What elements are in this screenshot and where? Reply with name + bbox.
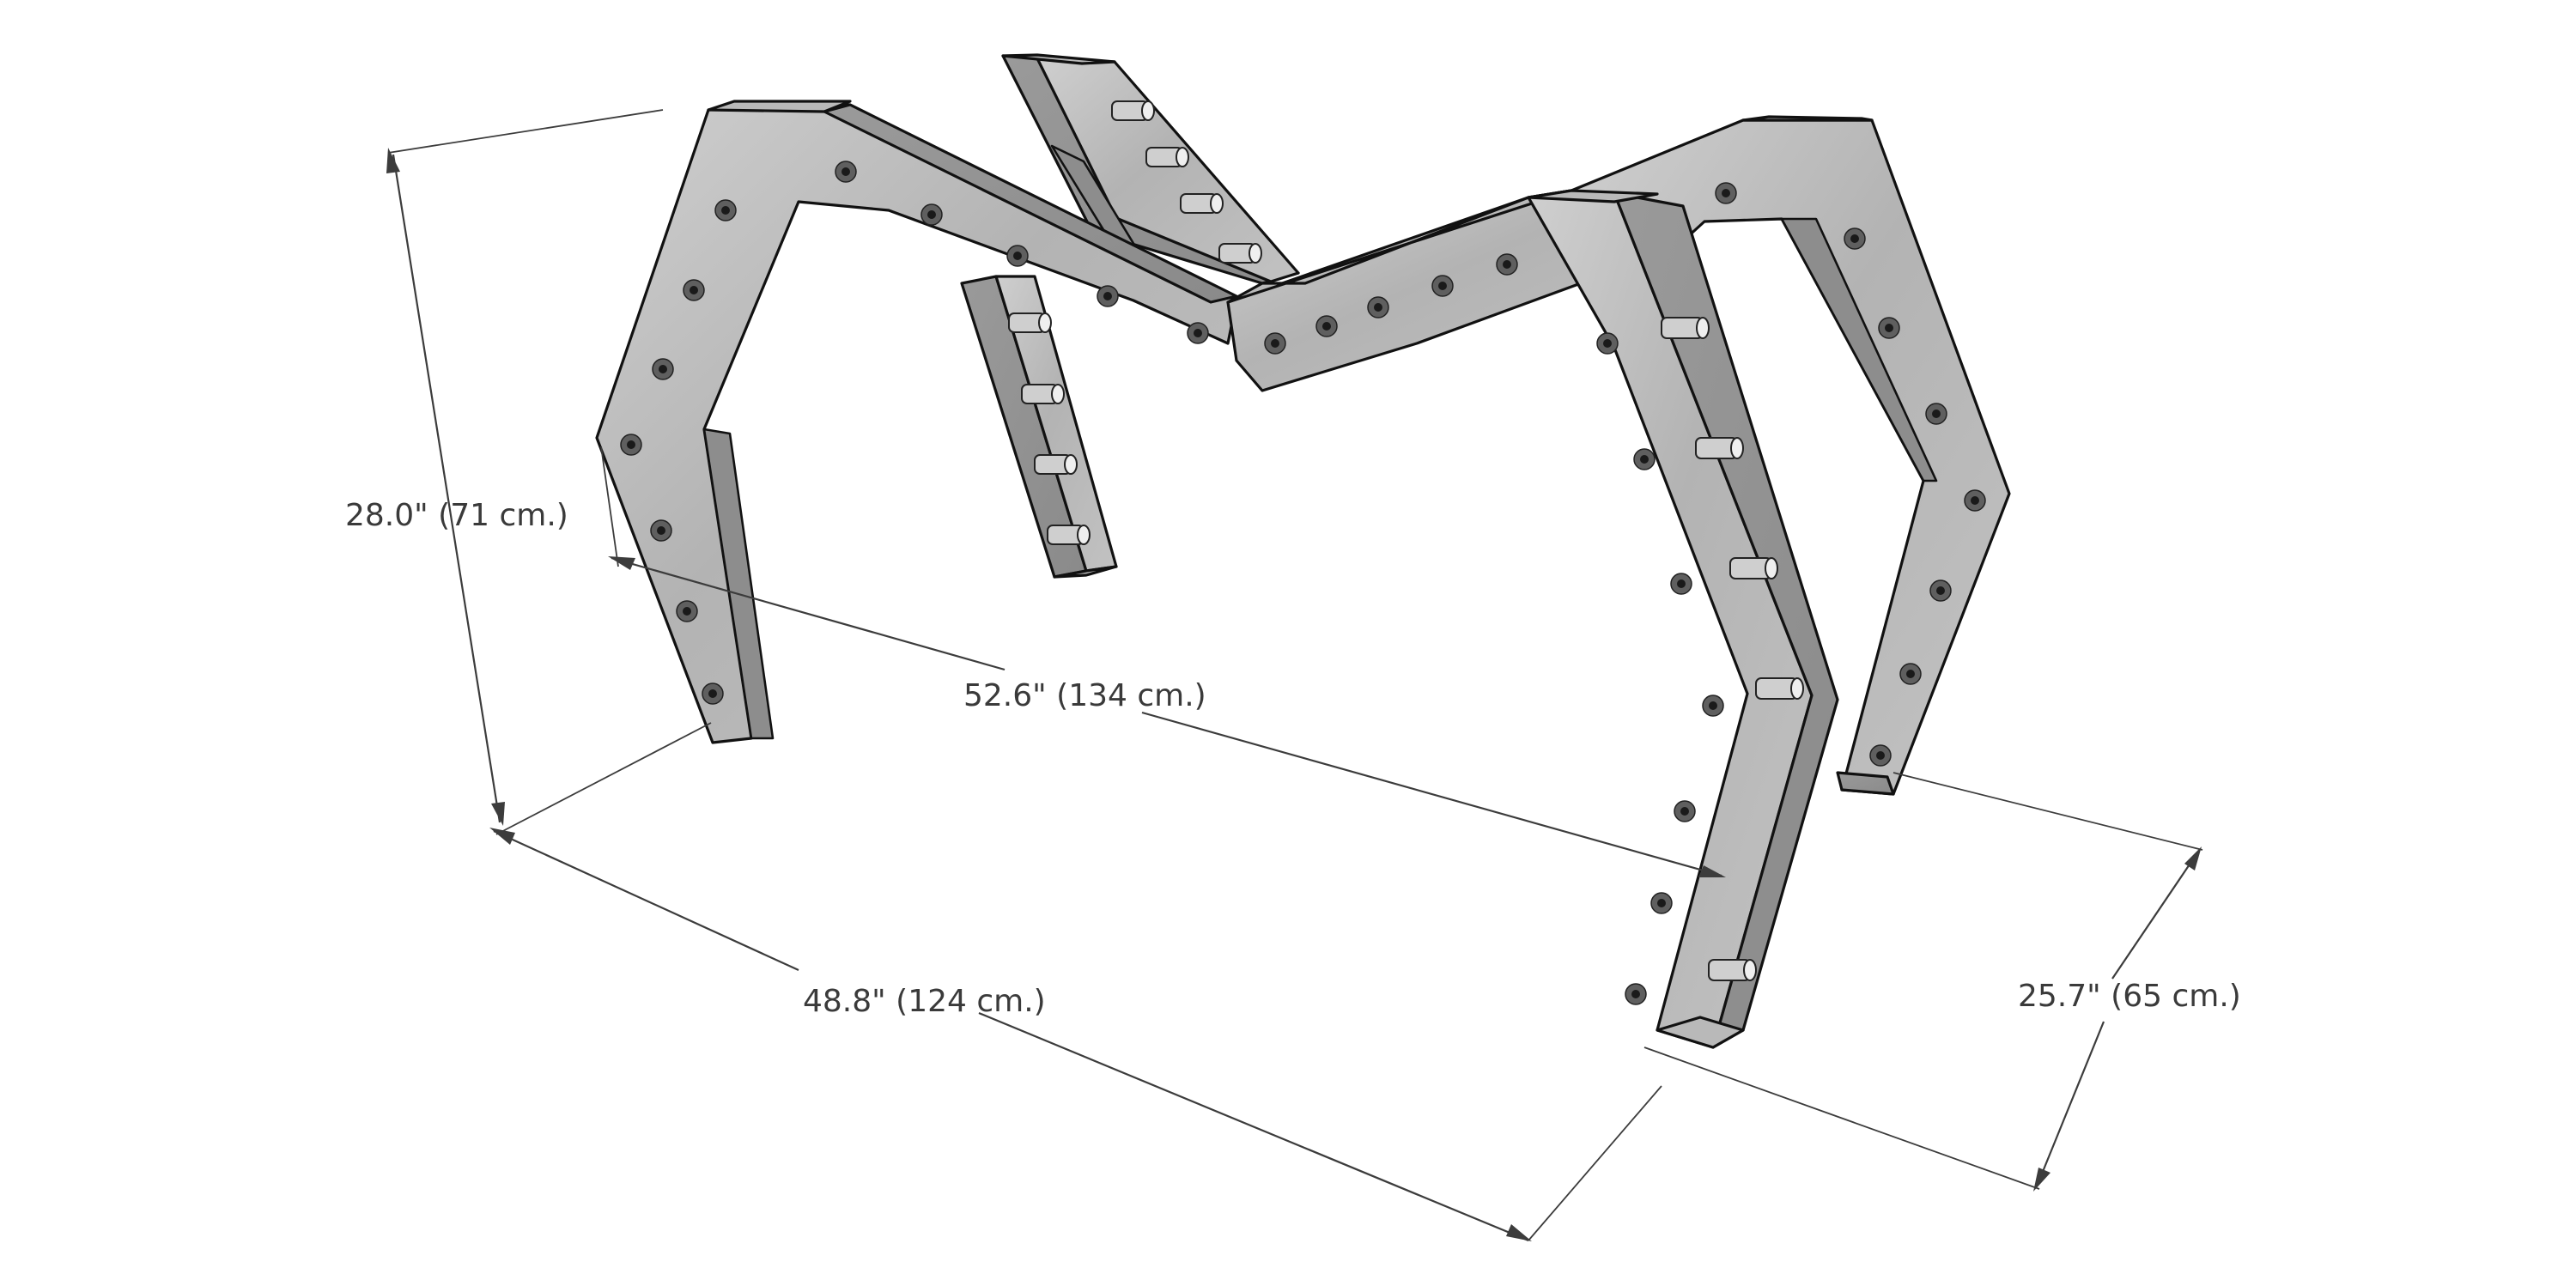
bolt [1715,182,1737,204]
bolt [702,682,724,705]
back-leg-frame [960,53,1300,579]
bolt [650,519,672,542]
bolt [1878,317,1900,339]
bolt [1670,573,1692,595]
dimension-length [489,828,1662,1242]
bolt [1431,275,1454,297]
right-rear-arm [1570,115,2011,796]
bolts [620,161,1986,1005]
right-front-leg [1527,189,1839,1049]
bolt [920,203,943,226]
dimension-label-length: 48.8" (124 cm.) [803,984,1046,1019]
bolt [652,358,674,380]
dimension-label-height: 28.0" (71 cm.) [345,498,568,533]
bolt [1097,285,1119,307]
bolt [1496,253,1518,276]
bolt [1650,892,1673,914]
bolt [1367,296,1389,318]
bolt [1006,245,1029,267]
bolt [1625,983,1647,1005]
back-leg-rungs [1008,100,1262,545]
bolt [835,161,857,183]
bolt [1315,315,1338,337]
bolt [1869,744,1892,767]
dimension-label-inner-span: 52.6" (134 cm.) [963,678,1206,713]
bolt [1264,332,1286,355]
bolt [1899,663,1922,685]
bolt [676,600,698,622]
bolt [1929,579,1952,602]
dimension-height [386,109,712,835]
bolt [1633,448,1656,470]
bolt [714,199,737,221]
bolt [1596,332,1619,355]
bolt [620,434,642,456]
left-front-arm [595,100,1238,744]
bolt [1844,227,1866,250]
dimension-depth [1643,772,2203,1192]
bolt [1964,489,1986,512]
dimension-label-depth: 25.7" (65 cm.) [2018,979,2241,1014]
bolt [1925,403,1947,425]
bolt [1187,322,1209,344]
dimension-inner-span [600,446,1726,877]
bolt [1674,800,1696,822]
front-leg-rungs [1661,317,1804,981]
bolt [1702,695,1724,717]
bolt [683,279,705,301]
